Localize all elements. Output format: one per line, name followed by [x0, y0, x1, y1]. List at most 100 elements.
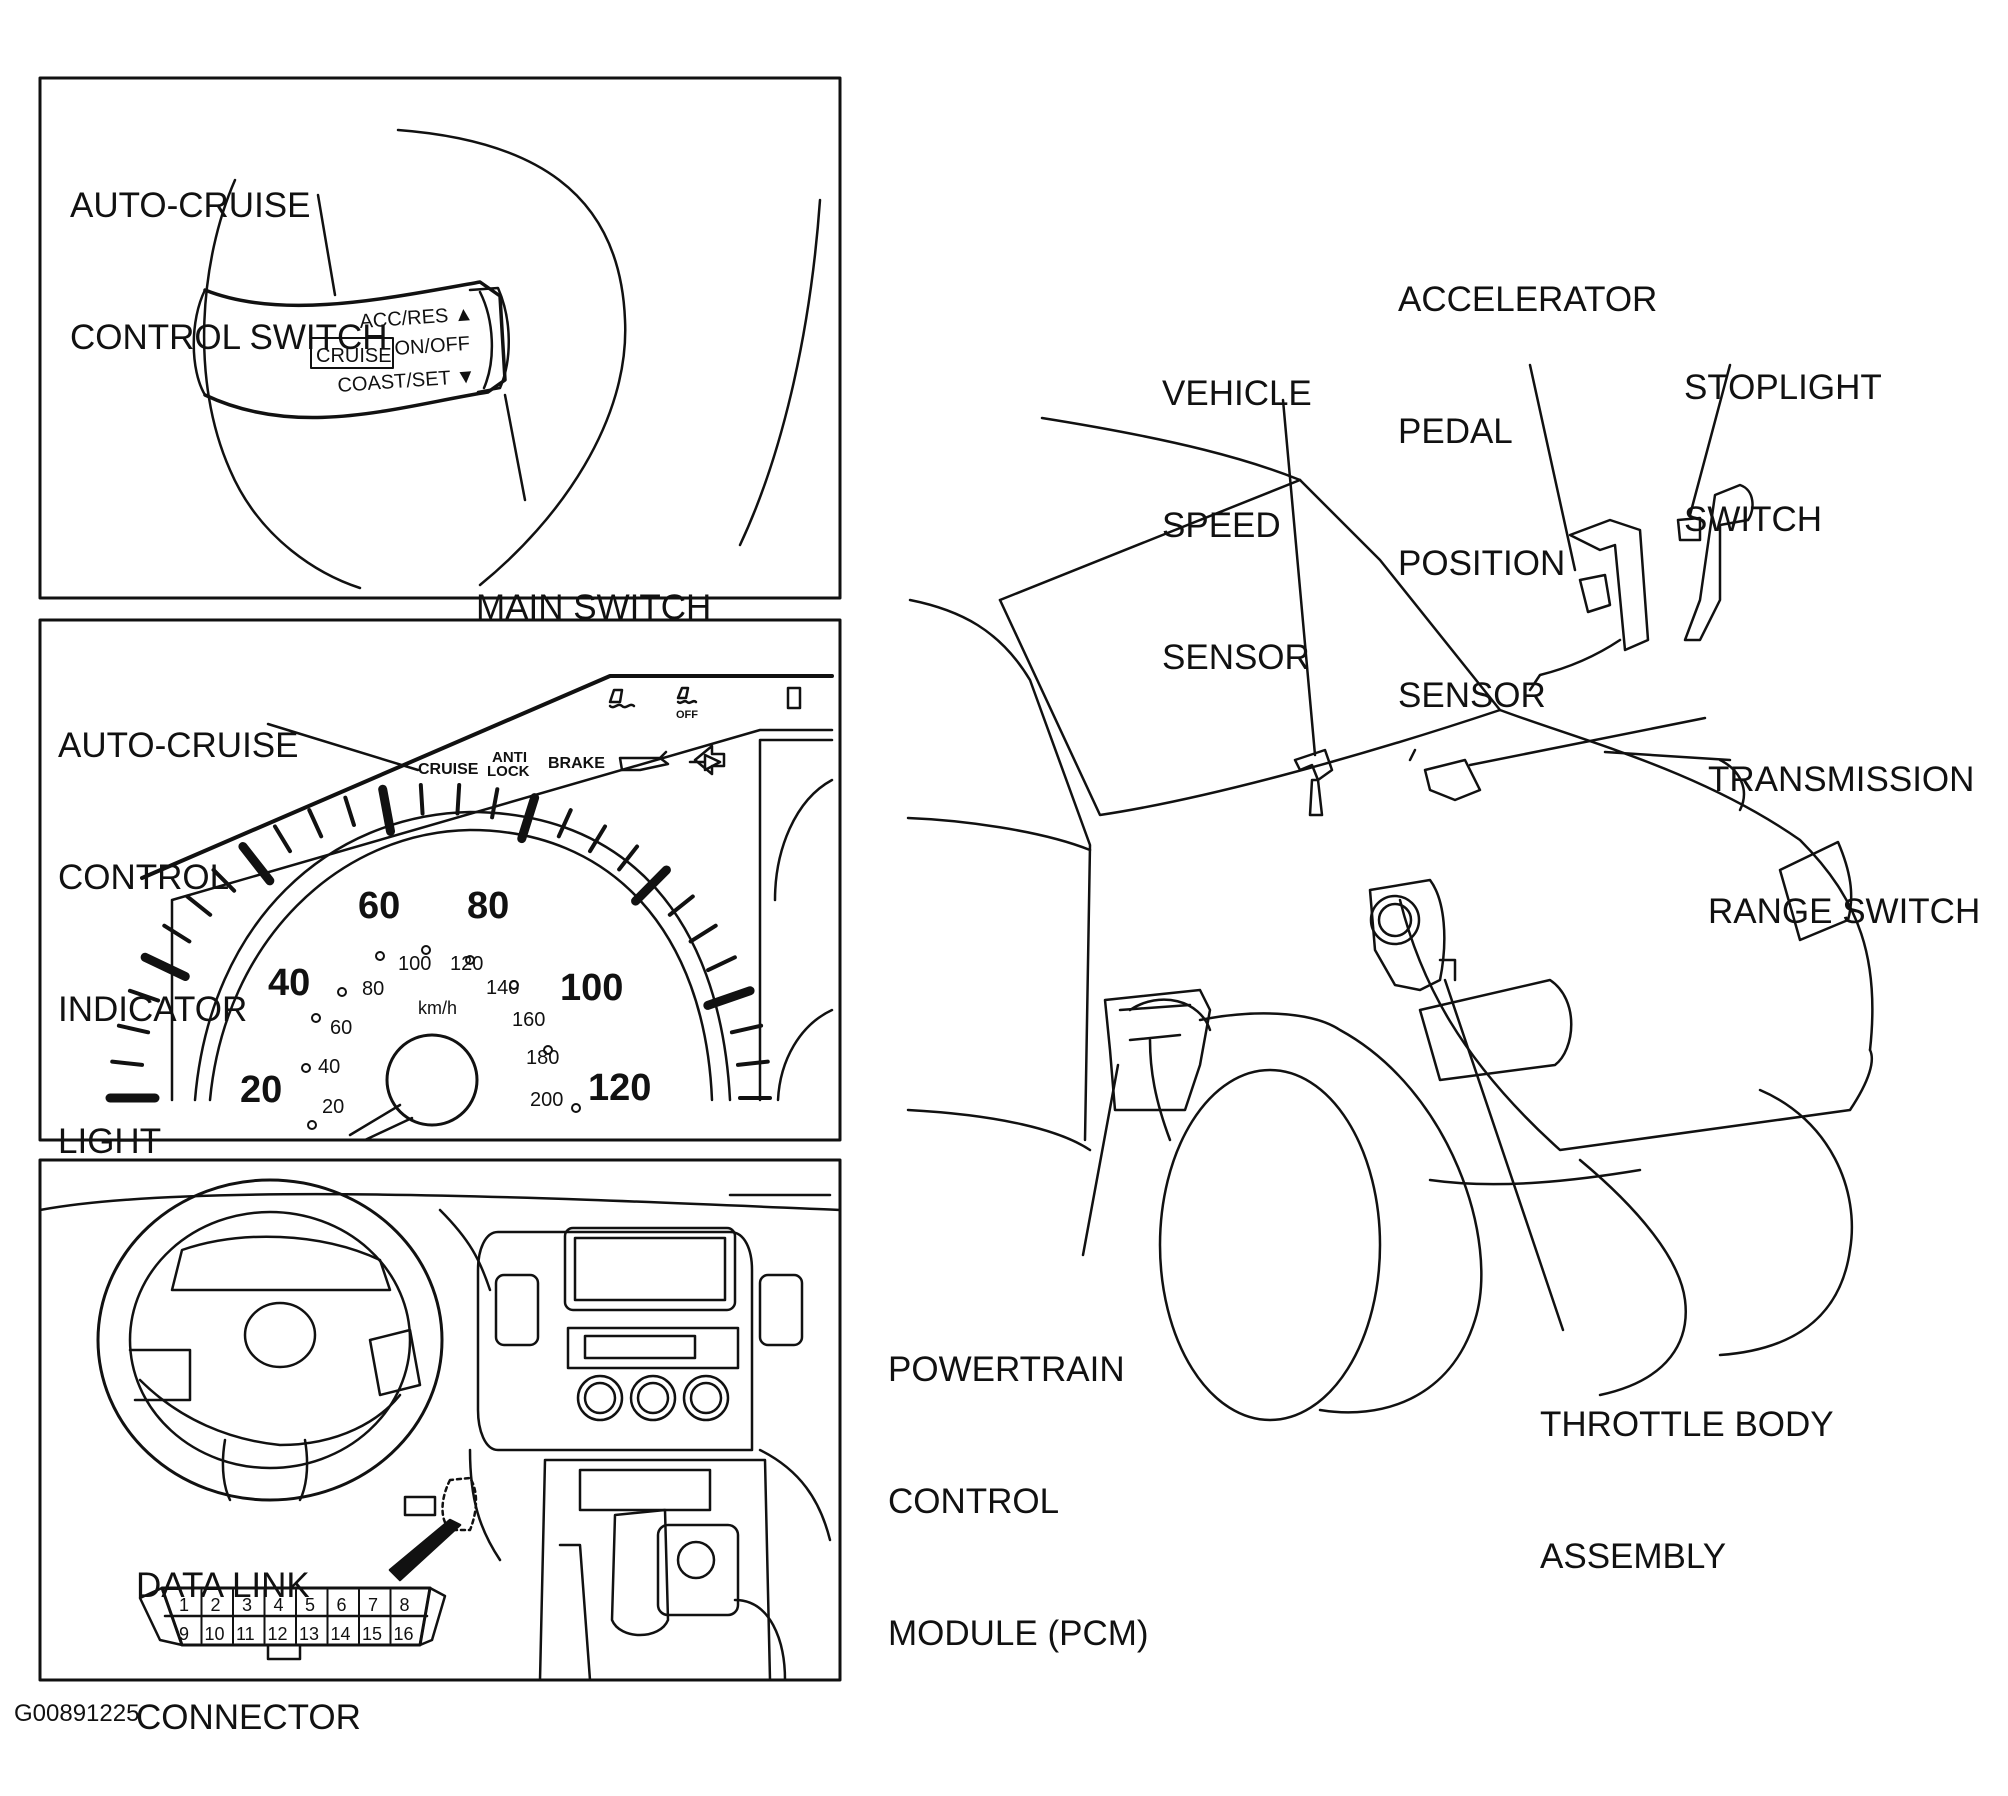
- kmh-dot: [307, 1120, 317, 1130]
- pin-label: 10: [205, 1624, 225, 1644]
- kmh-dot: [301, 1063, 311, 1073]
- throttle-body: [1368, 878, 1457, 992]
- pin-label: 13: [299, 1624, 319, 1644]
- dash-outline: [38, 1192, 842, 1562]
- slip-off-icon: [676, 686, 698, 705]
- kmh-label: 80: [362, 978, 384, 1000]
- mph-labels: 20 40 60 80 100 120: [240, 885, 651, 1111]
- pin-label: 8: [400, 1595, 410, 1615]
- minor-tick: [588, 824, 607, 854]
- pin-label: 4: [274, 1595, 284, 1615]
- cluster-gauge-bezel: [193, 810, 732, 1102]
- label-transmission: TRANSMISSION RANGE SWITCH: [1708, 760, 1981, 931]
- minor-tick: [343, 795, 356, 827]
- pin-label: 16: [394, 1624, 414, 1644]
- kmh-label: 200: [530, 1089, 563, 1111]
- kmh-label: 120: [450, 953, 483, 975]
- mph-label: 40: [268, 962, 310, 1004]
- dlc-connector: [138, 1586, 447, 1661]
- cruise-box: [310, 337, 394, 369]
- kmh-dot: [421, 945, 431, 955]
- pin-label: 3: [242, 1595, 252, 1615]
- label-data-link: DATA LINK CONNECTOR: [136, 1566, 361, 1737]
- panel-dashboard: [38, 1158, 842, 1682]
- leader-cruise-switch: [316, 193, 337, 297]
- kmh-label: 140: [486, 977, 519, 999]
- mph-label: 20: [240, 1069, 282, 1111]
- minor-tick: [667, 894, 695, 917]
- major-tick: [517, 793, 540, 844]
- minor-tick: [273, 824, 292, 854]
- pin-label: 2: [211, 1595, 221, 1615]
- kmh-dot: [311, 1013, 321, 1023]
- major-tick: [140, 952, 190, 981]
- label-accelerator: ACCELERATOR PEDAL POSITION SENSOR: [1398, 280, 1658, 715]
- off-text: OFF: [676, 709, 698, 721]
- kmh-dot: [465, 955, 475, 965]
- slip-icon: [608, 688, 636, 709]
- kmh-label: 60: [330, 1017, 352, 1039]
- pin-label: 6: [337, 1595, 347, 1615]
- pin-label: 5: [305, 1595, 315, 1615]
- vehicle-body: [906, 416, 1874, 1422]
- cluster-face: [170, 728, 834, 1102]
- vehicle-speed-sensor: [1293, 748, 1334, 817]
- label-main-switch: MAIN SWITCH: [476, 588, 712, 627]
- minor-tick: [127, 988, 161, 1003]
- leader-throttle: [1443, 978, 1565, 1332]
- pin-label: 7: [368, 1595, 378, 1615]
- minor-tick: [185, 894, 213, 917]
- cluster-right-gauge: [758, 738, 834, 1102]
- pcm-module: [1103, 988, 1212, 1112]
- brake-text: BRAKE: [548, 755, 605, 772]
- major-tick: [238, 842, 275, 886]
- arrow-left-icon: [693, 744, 726, 776]
- kmh-label: 160: [512, 1009, 545, 1031]
- minor-tick: [706, 955, 737, 973]
- label-pcm: POWERTRAIN CONTROL MODULE (PCM): [888, 1350, 1149, 1653]
- oil-icon: [618, 750, 670, 772]
- fuel-icon: [786, 686, 802, 710]
- panel-cluster: [38, 618, 842, 1142]
- label-vehicle-speed: VEHICLE SPEED SENSOR: [1162, 374, 1312, 677]
- mph-label: 60: [358, 885, 400, 927]
- leader-pcm: [1081, 1063, 1120, 1257]
- wheel-rim-arc: [738, 198, 822, 547]
- kmh-dot: [375, 951, 385, 961]
- kmh-label: 180: [526, 1047, 559, 1069]
- kmh-dots: [301, 945, 581, 1130]
- label-indicator-light: AUTO-CRUISE CONTROL INDICATOR LIGHT: [58, 726, 299, 1161]
- kmh-dot: [543, 1045, 553, 1055]
- minor-tick: [688, 923, 718, 944]
- minor-tick: [307, 808, 324, 839]
- minor-tick: [490, 787, 500, 820]
- leader-trs: [1468, 716, 1707, 767]
- kmh-unit: km/h: [418, 998, 457, 1018]
- dlc-pointer: [388, 1518, 462, 1582]
- label-stoplight: STOPLIGHT SWITCH: [1684, 368, 1882, 539]
- pin-label: 15: [362, 1624, 382, 1644]
- on-off-text: ON/OFF: [394, 333, 471, 360]
- transmission-range-switch: [1408, 748, 1482, 802]
- minor-tick: [735, 1059, 770, 1067]
- pin-label: 14: [331, 1624, 351, 1644]
- kmh-label: 20: [322, 1096, 344, 1118]
- minor-tick: [162, 923, 192, 944]
- label-cruise-switch: AUTO-CRUISE CONTROL SWITCH: [70, 186, 388, 357]
- pin-label: 1: [179, 1595, 189, 1615]
- pin-label: 9: [179, 1624, 189, 1644]
- dlc-location: [403, 1495, 437, 1517]
- minor-tick: [455, 783, 462, 816]
- center-console: [476, 1226, 804, 1682]
- cruise-indicator-text: CRUISE: [418, 761, 479, 778]
- mph-label: 100: [560, 967, 623, 1009]
- minor-tick: [116, 1023, 151, 1035]
- column-outline-lower: [202, 178, 362, 590]
- minor-tick: [556, 808, 573, 839]
- cluster-gauge-rim: [208, 828, 714, 1102]
- minor-tick: [729, 1023, 764, 1035]
- kmh-dot: [509, 980, 519, 990]
